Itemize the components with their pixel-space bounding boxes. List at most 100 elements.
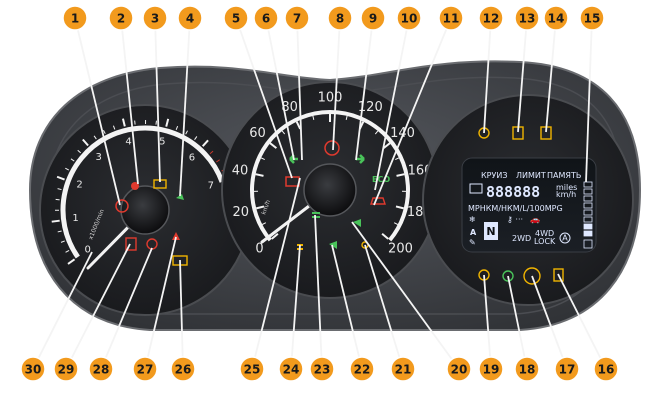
- callout-number-bottom: 25: [244, 363, 261, 377]
- callout-number-top: 1: [71, 12, 79, 26]
- speedometer-tick: [295, 121, 302, 130]
- callout-number-top: 2: [117, 12, 125, 26]
- callout-number-top: 11: [443, 12, 460, 26]
- lcd-unit-bottom: km/h: [556, 190, 576, 199]
- lcd-gear-a: A: [470, 228, 477, 237]
- callout-number-bottom: 26: [175, 363, 192, 377]
- callout-marker-bottom: [132, 356, 158, 382]
- callout-number-top: 4: [186, 12, 194, 26]
- callout-number-top: 15: [584, 12, 601, 26]
- tachometer-tick: [77, 149, 82, 154]
- speedometer-tick: [396, 173, 405, 177]
- callout-leader-top: [374, 17, 410, 191]
- callout-marker-bottom: [53, 356, 79, 382]
- lcd-2wd: 2WD: [512, 234, 531, 243]
- callout-leader-bottom: [251, 177, 301, 370]
- callout-leader-top: [373, 17, 452, 206]
- front-fog-icon: [312, 212, 320, 218]
- callout-number-bottom: 18: [519, 363, 536, 377]
- tachometer-arc: [60, 125, 225, 259]
- callout-marker-bottom: [170, 356, 196, 382]
- callout-marker-top: [360, 5, 386, 31]
- callout-marker-bottom: [278, 356, 304, 382]
- speedometer-tick: [395, 157, 400, 161]
- tachometer-tick-label: 2: [76, 180, 82, 191]
- lcd-header-limit: ЛИМИТ: [516, 171, 546, 180]
- oil-pressure-icon: [370, 197, 386, 205]
- tachometer-tick: [93, 135, 97, 140]
- lcd-snowflake-icon: ❄: [469, 215, 476, 224]
- lcd-bar-segment: [583, 195, 593, 202]
- lcd-fuel-icon: [583, 239, 593, 249]
- callout-marker-top: [396, 5, 422, 31]
- callout-marker-top: [579, 5, 605, 31]
- tachometer-tick: [175, 125, 179, 131]
- parking-light-icon: [329, 241, 337, 249]
- speedometer-tick: [281, 130, 286, 135]
- callout-number-bottom: 16: [598, 363, 615, 377]
- callout-marker-bottom: [239, 356, 265, 382]
- speedometer-tick-label: 120: [358, 100, 383, 115]
- speedometer-tick: [255, 173, 264, 177]
- callout-marker-bottom: [554, 356, 580, 382]
- speedometer-tick: [382, 142, 391, 149]
- tachometer-tick: [112, 125, 116, 130]
- callout-marker-top: [223, 5, 249, 31]
- callout-marker-bottom: [478, 356, 504, 382]
- callout-marker-top: [284, 5, 310, 31]
- tachometer-tick: [165, 118, 170, 127]
- tachometer-tick: [70, 158, 75, 162]
- tachometer-tick-label: 5: [159, 137, 165, 148]
- lcd-4wd: 4WD: [535, 229, 554, 238]
- lcd-bar-segment: [583, 188, 593, 195]
- tachometer-tick: [185, 130, 188, 135]
- tachometer-tick-label: 0: [84, 245, 90, 256]
- callout-number-bottom: 30: [25, 363, 42, 377]
- tachometer-tick: [82, 138, 89, 147]
- callout-marker-bottom: [309, 356, 335, 382]
- speedometer-tick: [271, 232, 279, 240]
- callout-leader-top: [517, 17, 528, 133]
- speedometer-hub: [303, 163, 357, 217]
- speedometer-tick-label: 40: [232, 163, 249, 178]
- lcd-gear-indicator-icon: [484, 222, 498, 240]
- callout-number-top: 14: [548, 12, 565, 26]
- callout-number-bottom: 24: [283, 363, 300, 377]
- callout-leader-bottom: [32, 251, 93, 370]
- callout-leader-top: [120, 17, 139, 185]
- lcd-header-memory: ПАМЯТЬ: [547, 171, 581, 180]
- eco-label: ECO: [372, 175, 390, 184]
- tachometer-tick: [155, 120, 157, 125]
- callout-number-top: 10: [401, 12, 418, 26]
- callout-leader-bottom: [531, 275, 568, 370]
- lcd-bar-segment: [583, 223, 593, 230]
- lcd-car-icon: 🚗: [530, 215, 540, 224]
- tachometer-scale: [51, 118, 234, 265]
- door-open-icon: [176, 194, 184, 200]
- callout-leader-top: [235, 17, 293, 179]
- callout-number-bottom: 28: [93, 363, 110, 377]
- lcd-digits: 888888: [486, 183, 540, 201]
- tachometer-tick: [65, 167, 70, 171]
- lcd-auto-letter: A: [562, 234, 568, 243]
- lcd-fuel-bargraph: [583, 181, 593, 249]
- speedometer-tick-label: 0: [255, 242, 263, 257]
- tachometer-tick-label: 1: [72, 213, 78, 224]
- lcd-content: КРУИЗ ЛИМИТ ПАМЯТЬ 888888 miles km/h МРН…: [468, 171, 593, 249]
- callout-marker-bottom: [446, 356, 472, 382]
- callout-leader-top: [483, 17, 492, 134]
- speedometer-tick: [260, 157, 265, 161]
- callout-leader-lines: [32, 17, 607, 370]
- callout-leader-bottom: [290, 244, 301, 370]
- tachometer-tick: [201, 139, 209, 147]
- callout-number-top: 3: [151, 12, 159, 26]
- callout-leader-bottom: [179, 259, 184, 370]
- callout-marker-top: [543, 5, 569, 31]
- callout-leader-top: [74, 17, 121, 206]
- speedometer-tick-label: 140: [390, 126, 415, 141]
- speedometer-tick: [256, 205, 265, 210]
- tachometer-tick: [121, 118, 126, 127]
- callout-marker-bottom: [593, 356, 619, 382]
